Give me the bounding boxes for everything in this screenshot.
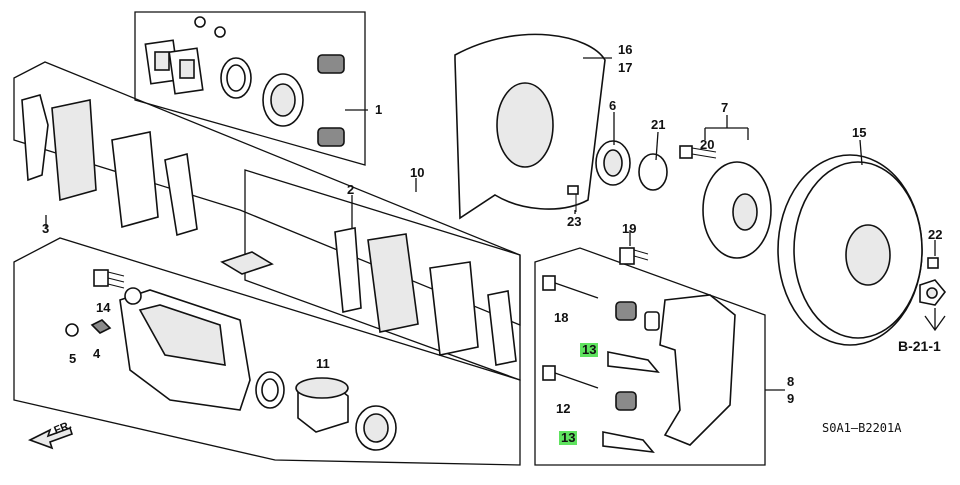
hub-bolt	[679, 145, 717, 159]
kit-small-washers	[194, 16, 226, 38]
pad-set-inner	[334, 227, 517, 366]
seal-kit-box	[134, 11, 366, 166]
piston-seal-lower	[255, 371, 285, 409]
piston	[295, 377, 349, 433]
bracket-bolts	[619, 247, 649, 265]
callout-10: 10	[410, 165, 425, 180]
pin-boots-bracket	[615, 301, 660, 411]
piston-seal	[262, 73, 304, 127]
callout-14: 14	[96, 300, 111, 315]
diagram-code: S0A1—B2201A	[822, 421, 902, 435]
callout-5: 5	[69, 351, 77, 366]
callout-16: 16	[618, 42, 633, 57]
fr-arrow	[27, 426, 74, 450]
callout-11: 11	[316, 356, 330, 371]
callout-15: 15	[852, 125, 867, 140]
callout-13-lower: 13	[559, 430, 578, 445]
callout-13-upper: 13	[580, 342, 599, 357]
callout-8: 8	[787, 374, 795, 389]
guide-pins	[542, 275, 599, 389]
callout-18: 18	[554, 310, 569, 325]
pad-retainer-clips	[602, 351, 660, 454]
callout-20: 20	[700, 137, 715, 152]
callout-22: 22	[928, 227, 943, 242]
pad-wear-indicator	[220, 251, 274, 275]
caliper-bracket	[659, 294, 736, 446]
dust-seal	[355, 405, 397, 451]
pad-set-outer	[21, 94, 198, 237]
splash-shield-bolt	[567, 185, 579, 212]
callout-9: 9	[787, 391, 795, 406]
leader-lines	[45, 57, 936, 391]
callout-1: 1	[375, 102, 383, 117]
bleeder-parts	[90, 319, 112, 334]
callout-21: 21	[651, 117, 666, 132]
callout-7: 7	[721, 100, 729, 115]
callout-12: 12	[556, 401, 571, 416]
bleeder-screw	[93, 269, 125, 289]
caliper-box	[13, 237, 521, 466]
pin-boots	[317, 54, 345, 147]
callout-23: 23	[567, 214, 582, 229]
callout-3: 3	[42, 221, 50, 236]
splash-shield	[454, 33, 606, 220]
caliper-body	[119, 287, 251, 411]
pad-shims-kit	[144, 39, 204, 95]
dust-seal-small	[220, 57, 252, 99]
callout-19: 19	[622, 221, 637, 236]
callout-17: 17	[618, 60, 633, 75]
front-hub	[702, 161, 772, 259]
bleeder-cap	[65, 323, 79, 337]
callout-2: 2	[347, 182, 355, 197]
wheel-nut	[919, 279, 947, 306]
callout-6: 6	[609, 98, 617, 113]
hub-bearing	[595, 140, 631, 186]
callout-4: 4	[93, 346, 101, 361]
brake-disc	[777, 154, 923, 346]
disc-screw	[927, 257, 939, 269]
ref-arrow	[924, 308, 946, 332]
reference-label: B-21-1	[898, 338, 941, 354]
snap-ring	[638, 153, 668, 191]
